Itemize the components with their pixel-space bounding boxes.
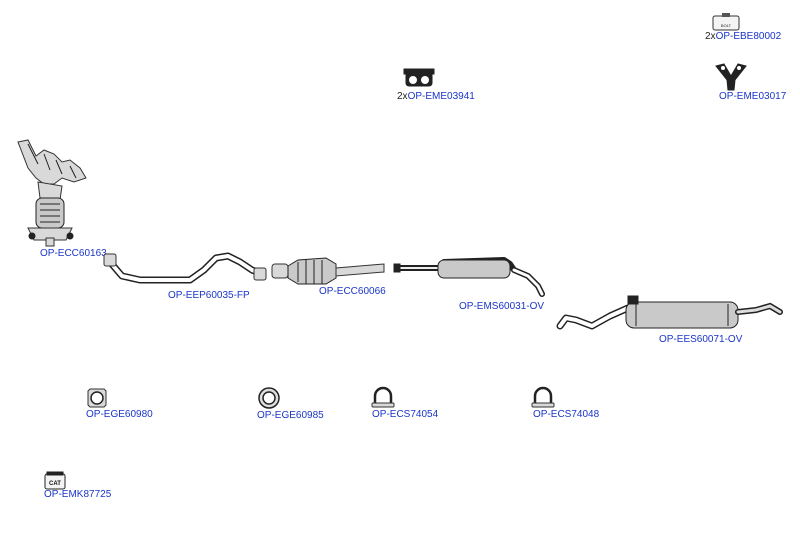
part-qty: 2x xyxy=(397,91,408,102)
square-gasket-icon xyxy=(87,388,107,408)
ring-gasket-icon xyxy=(258,387,280,409)
cat-icon-text: CAT xyxy=(49,481,61,487)
part-code-link[interactable]: OP-ECS74048 xyxy=(533,409,600,420)
clamp-icon xyxy=(371,386,395,408)
part-code-link[interactable]: OP-EME03017 xyxy=(719,91,787,102)
catalytic-converter-icon xyxy=(271,257,385,285)
manifold-catalyst-icon xyxy=(17,139,87,247)
part-code-link[interactable]: OP-EES60071-OV xyxy=(659,334,743,345)
part-code-link[interactable]: OP-EEP60035-FP xyxy=(168,290,250,301)
part-code-link[interactable]: OP-EMS60031-OV xyxy=(459,301,545,312)
part-qty: 2x xyxy=(705,31,716,42)
rear-silencer-icon xyxy=(556,295,783,330)
part-code-link[interactable]: OP-EME03941 xyxy=(407,91,475,102)
cat-mounting-kit-icon: CAT xyxy=(44,471,66,490)
part-code-link[interactable]: OP-EBE80002 xyxy=(715,31,782,42)
part-code-link[interactable]: OP-ECS74054 xyxy=(372,409,439,420)
bolt-icon-text: BOLT xyxy=(721,23,732,28)
front-pipe-icon xyxy=(103,252,267,284)
part-code-link[interactable]: OP-EGE60985 xyxy=(257,410,324,421)
part-code-link[interactable]: OP-EGE60980 xyxy=(86,409,153,420)
part-code-link[interactable]: OP-ECC60163 xyxy=(40,248,107,259)
bolt-icon: BOLT xyxy=(712,13,740,31)
part-code-link[interactable]: OP-EMK87725 xyxy=(44,489,112,500)
middle-silencer-icon xyxy=(393,257,545,297)
part-code-link[interactable]: OP-ECC60066 xyxy=(319,286,386,297)
rubber-hanger-icon xyxy=(403,68,435,87)
y-hanger-icon xyxy=(715,63,747,91)
clamp-icon xyxy=(531,386,555,408)
